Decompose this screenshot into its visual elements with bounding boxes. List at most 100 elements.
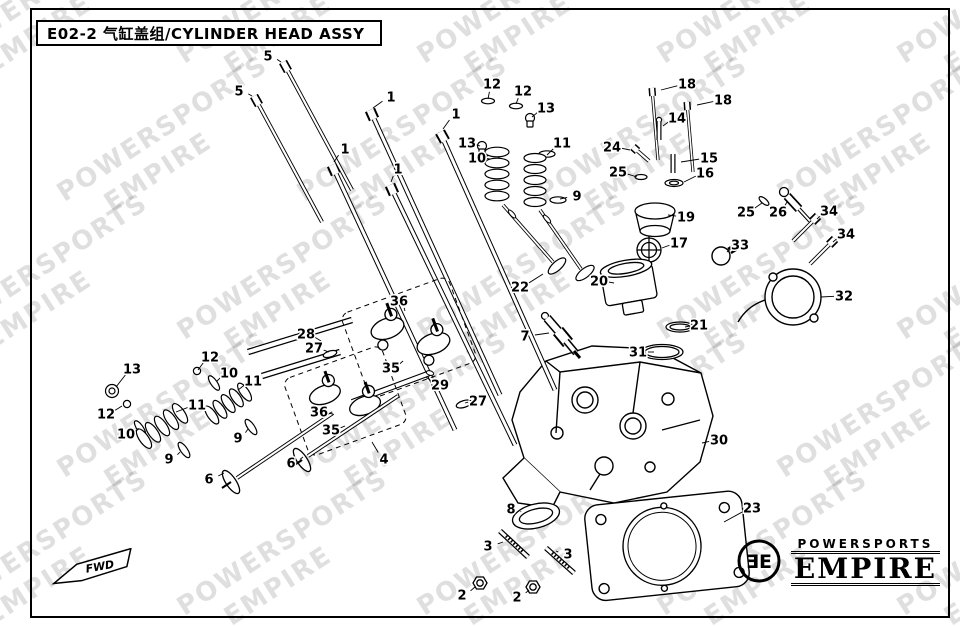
leader-line-25	[754, 202, 763, 209]
leader-line-34	[832, 237, 838, 243]
part-label-36: 36	[310, 406, 328, 421]
part-label-3: 3	[563, 548, 572, 563]
leader-line-18	[696, 101, 714, 106]
part-label-9: 9	[164, 453, 173, 468]
part-label-5: 5	[263, 50, 272, 65]
part-washer-27	[322, 349, 473, 409]
leader-line-1	[372, 100, 383, 109]
part-label-26: 26	[769, 206, 787, 221]
valve-spring-c	[135, 402, 189, 450]
leader-line-23	[723, 511, 744, 523]
brand-logo-glyph: ƎE	[746, 551, 772, 573]
leader-line-3	[497, 541, 504, 545]
part-ring-16	[664, 178, 684, 188]
leader-line-5	[248, 93, 253, 97]
part-label-18: 18	[678, 78, 696, 93]
leader-line-22	[528, 273, 544, 284]
diagram-title: E02-2 气缸盖组/CYLINDER HEAD ASSY	[47, 24, 365, 43]
leader-line-14	[662, 121, 669, 127]
leader-line-35	[340, 425, 346, 429]
part-label-33: 33	[731, 239, 749, 254]
part-label-10: 10	[117, 428, 135, 443]
leader-line-6	[218, 472, 225, 477]
part-label-1: 1	[386, 91, 395, 106]
fwd-label: FWD	[85, 558, 116, 576]
leader-line-13	[115, 374, 126, 388]
leader-line-16	[683, 175, 697, 183]
leader-line-18	[660, 85, 678, 91]
part-stud-bolt	[498, 528, 576, 576]
part-sensor-washer	[758, 196, 770, 206]
part-head-bolt	[326, 107, 558, 447]
part-label-9: 9	[572, 190, 581, 205]
leader-line-25	[627, 173, 638, 178]
part-label-27: 27	[469, 395, 487, 410]
leader-line-33	[726, 248, 732, 253]
leader-line-12	[515, 97, 519, 105]
part-label-34: 34	[837, 228, 855, 243]
part-label-12: 12	[514, 85, 532, 100]
part-label-6: 6	[204, 473, 213, 488]
part-temp-sensor	[778, 186, 812, 223]
leader-line-17	[661, 244, 670, 249]
part-cylinder-head	[502, 345, 714, 509]
leader-line-19	[667, 214, 677, 217]
part-label-35: 35	[382, 362, 400, 377]
part-label-8: 8	[506, 503, 515, 518]
part-label-22: 22	[511, 281, 529, 296]
part-label-11: 11	[244, 375, 262, 390]
leader-line-5	[276, 58, 282, 63]
part-label-20: 20	[590, 275, 608, 290]
part-rocker-assembly-a	[341, 277, 477, 398]
leader-line-28	[314, 336, 322, 342]
leader-line-21	[684, 325, 690, 328]
leader-line-26	[784, 201, 788, 207]
leader-line-12	[114, 405, 123, 411]
part-label-23: 23	[743, 502, 761, 517]
part-thermostat-cover	[634, 202, 676, 238]
leader-line-1	[390, 175, 394, 183]
part-label-11: 11	[553, 137, 571, 152]
leader-line-35	[399, 360, 404, 365]
part-label-36: 36	[390, 295, 408, 310]
part-label-1: 1	[340, 143, 349, 158]
leader-line-13	[476, 144, 481, 147]
part-spark-plug	[540, 311, 582, 359]
part-label-24: 24	[603, 141, 621, 156]
part-washer-25	[634, 173, 648, 181]
part-label-25: 25	[737, 206, 755, 221]
leader-line-30	[701, 440, 710, 444]
leader-line-11	[237, 384, 245, 391]
part-label-10: 10	[468, 152, 486, 167]
part-label-2: 2	[512, 591, 521, 606]
leader-line-20	[608, 281, 615, 284]
part-label-14: 14	[668, 112, 686, 127]
part-cover-bolt	[250, 59, 354, 223]
part-o-ring-31	[640, 343, 684, 361]
part-label-29: 29	[431, 379, 449, 394]
leader-line-24	[621, 147, 631, 151]
part-label-35: 35	[322, 424, 340, 439]
part-label-34: 34	[820, 205, 838, 220]
part-label-13: 13	[458, 137, 476, 152]
leader-line-27	[323, 349, 330, 353]
part-label-18: 18	[714, 94, 732, 109]
part-label-13: 13	[123, 363, 141, 378]
part-label-11: 11	[188, 399, 206, 414]
leader-line-11	[546, 147, 555, 156]
diagram-frame: E02-2 气缸盖组/CYLINDER HEAD ASSY FWD ƎE POW…	[30, 8, 950, 618]
part-label-5: 5	[234, 85, 243, 100]
part-label-16: 16	[696, 167, 714, 182]
leader-line-10	[135, 428, 140, 432]
part-label-9: 9	[233, 432, 242, 447]
leader-line-4	[371, 441, 379, 453]
part-label-28: 28	[297, 328, 315, 343]
title-box: E02-2 气缸盖组/CYLINDER HEAD ASSY	[36, 20, 382, 46]
part-label-12: 12	[97, 408, 115, 423]
part-label-30: 30	[710, 434, 728, 449]
part-outlet-pipe	[737, 268, 822, 326]
leader-line-32	[820, 295, 835, 298]
part-label-31: 31	[629, 346, 647, 361]
